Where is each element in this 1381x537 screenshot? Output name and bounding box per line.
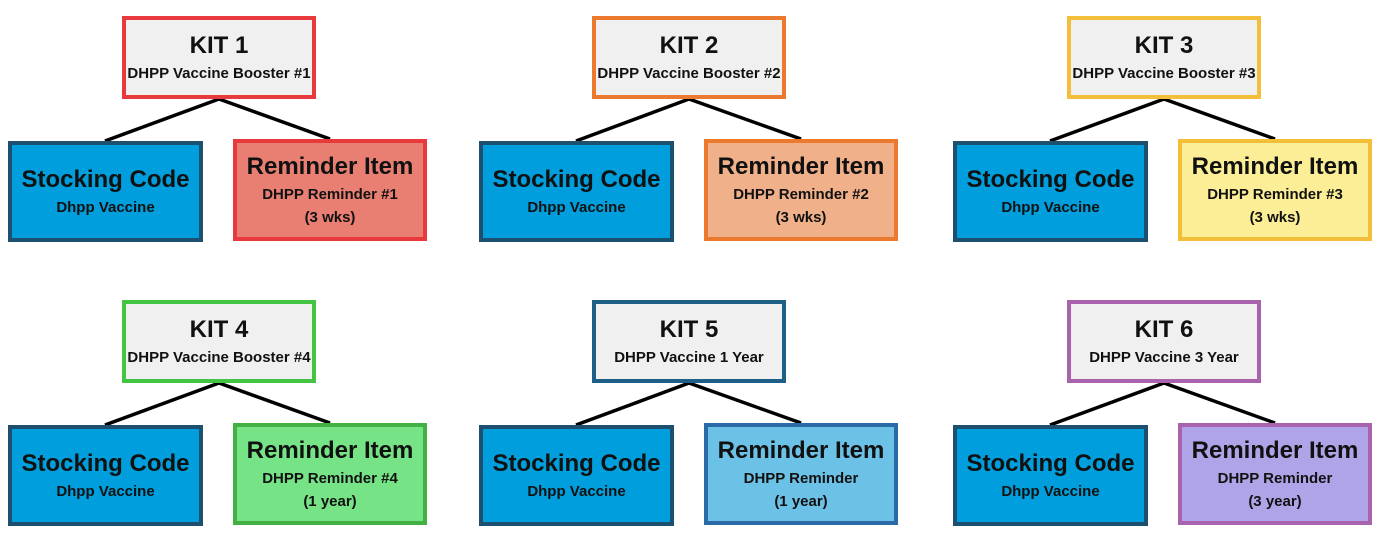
kit-1-box: KIT 1 DHPP Vaccine Booster #1 (122, 16, 316, 99)
kit-2-box: KIT 2 DHPP Vaccine Booster #2 (592, 16, 786, 99)
stocking-code-label: Dhpp Vaccine (527, 482, 626, 500)
kit-title: KIT 3 (1134, 31, 1194, 59)
kit-title: KIT 5 (659, 315, 719, 343)
kit-6-reminder-connector (1163, 381, 1276, 425)
kit-5-box: KIT 5 DHPP Vaccine 1 Year (592, 300, 786, 383)
reminder-item-name: DHPP Reminder (743, 469, 859, 487)
kit-subtitle: DHPP Vaccine Booster #3 (1072, 64, 1256, 82)
reminder-item-name: DHPP Reminder #1 (262, 185, 398, 203)
kit-title: KIT 6 (1134, 315, 1194, 343)
kit-4-stocking-connector (104, 381, 220, 427)
stocking-code-label: Dhpp Vaccine (527, 198, 626, 216)
kit-2-reminder-connector (688, 97, 802, 141)
reminder-item-title: Reminder Item (1191, 152, 1359, 180)
kit-subtitle: DHPP Vaccine Booster #1 (127, 64, 311, 82)
kit-title: KIT 2 (659, 31, 719, 59)
stocking-code-title: Stocking Code (966, 165, 1135, 193)
reminder-item-title: Reminder Item (246, 152, 414, 180)
kit-5-stocking-connector (575, 381, 690, 427)
stocking-code-title: Stocking Code (492, 165, 661, 193)
reminder-item-title: Reminder Item (717, 436, 885, 464)
kit-subtitle: DHPP Vaccine Booster #2 (597, 64, 781, 82)
kit-1-reminder-connector (218, 97, 331, 141)
kit-3-box: KIT 3 DHPP Vaccine Booster #3 (1067, 16, 1261, 99)
kit-1-stocking-connector (104, 97, 220, 143)
stocking-code-label: Dhpp Vaccine (56, 198, 155, 216)
reminder-item-name: DHPP Reminder (1217, 469, 1333, 487)
kit-title: KIT 1 (189, 31, 249, 59)
kit-subtitle: DHPP Vaccine 3 Year (1089, 348, 1239, 366)
reminder-item-interval: (1 year) (774, 492, 828, 510)
kit-3-reminder-connector (1163, 97, 1276, 141)
reminder-item-title: Reminder Item (246, 436, 414, 464)
reminder-item-name: DHPP Reminder #2 (733, 185, 869, 203)
stocking-code-title: Stocking Code (21, 449, 190, 477)
stocking-code-label: Dhpp Vaccine (56, 482, 155, 500)
kit-subtitle: DHPP Vaccine Booster #4 (127, 348, 311, 366)
kit-2-stocking-connector (575, 97, 690, 143)
reminder-item-name: DHPP Reminder #3 (1207, 185, 1343, 203)
stocking-code-label: Dhpp Vaccine (1001, 198, 1100, 216)
kit-5-reminder-connector (688, 381, 802, 425)
kit-6-box: KIT 6 DHPP Vaccine 3 Year (1067, 300, 1261, 383)
stocking-code-title: Stocking Code (21, 165, 190, 193)
reminder-item-interval: (3 year) (1248, 492, 1302, 510)
kit-4-box: KIT 4 DHPP Vaccine Booster #4 (122, 300, 316, 383)
kit-subtitle: DHPP Vaccine 1 Year (614, 348, 764, 366)
reminder-item-name: DHPP Reminder #4 (262, 469, 398, 487)
kit-title: KIT 4 (189, 315, 249, 343)
stocking-code-title: Stocking Code (966, 449, 1135, 477)
reminder-item-title: Reminder Item (1191, 436, 1359, 464)
reminder-item-interval: (1 year) (303, 492, 357, 510)
reminder-item-interval: (3 wks) (1249, 208, 1301, 226)
kit-3-stocking-connector (1049, 97, 1165, 143)
stocking-code-title: Stocking Code (492, 449, 661, 477)
reminder-item-interval: (3 wks) (304, 208, 356, 226)
stocking-code-label: Dhpp Vaccine (1001, 482, 1100, 500)
reminder-item-title: Reminder Item (717, 152, 885, 180)
reminder-item-interval: (3 wks) (775, 208, 827, 226)
kit-6-stocking-connector (1049, 381, 1165, 427)
kit-4-reminder-connector (218, 381, 331, 425)
